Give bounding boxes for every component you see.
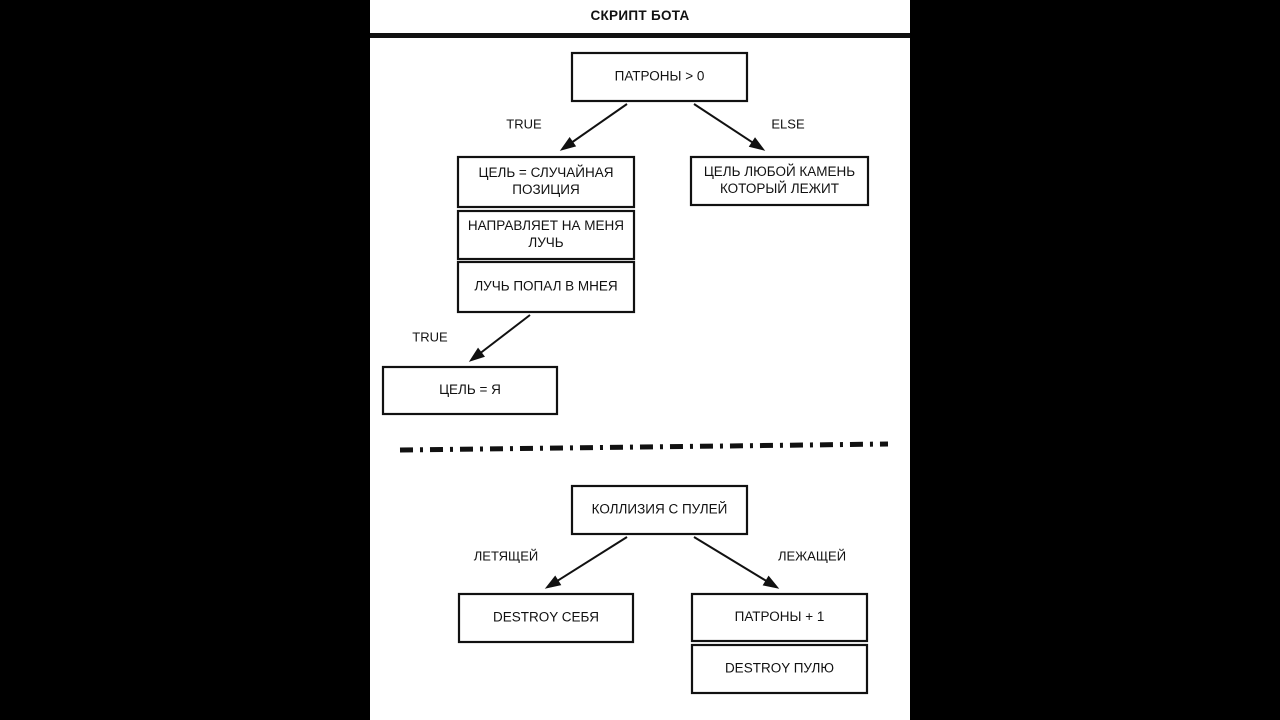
edge-label: ЛЕТЯЩЕЙ (474, 548, 538, 563)
flowchart-node: DESTROY ПУЛЮ (690, 643, 869, 695)
arrow-head (748, 137, 766, 151)
node-box (570, 484, 749, 536)
node-box (457, 592, 635, 644)
node-box (381, 365, 559, 416)
arrow-shaft (480, 314, 531, 354)
arrow-shaft (571, 103, 628, 143)
flow-arrow (544, 536, 628, 589)
arrow-head (468, 347, 485, 362)
flowchart-node: ЦЕЛЬ = Я (381, 365, 559, 416)
node-box (456, 155, 636, 209)
node-label: ПАТРОНЫ + 1 (735, 609, 825, 624)
node-label: DESTROY ПУЛЮ (725, 661, 834, 676)
flowchart-node: ПАТРОНЫ > 0 (570, 51, 749, 103)
flowchart-node: ЛУЧЬ ПОПАЛ В МНЕЯ (456, 260, 636, 314)
flow-arrow (468, 314, 531, 362)
edge-label: TRUE (412, 329, 448, 344)
node-box (689, 155, 870, 207)
node-box (690, 643, 869, 695)
node-label: КОЛЛИЗИЯ С ПУЛЕЙ (592, 502, 728, 517)
arrow-shaft (693, 536, 767, 582)
title-divider-rule (370, 33, 910, 38)
edge-labels-layer: TRUE ELSE TRUE ЛЕТЯЩЕЙ ЛЕЖАЩЕЙ (412, 116, 846, 563)
section-divider-line (399, 441, 889, 453)
node-label: НАПРАВЛЯЕТ НА МЕНЯ (468, 218, 624, 233)
arrow-shaft (557, 536, 628, 582)
node-label: ПАТРОНЫ > 0 (615, 69, 705, 84)
arrow-shaft (693, 103, 753, 144)
nodes-layer: ПАТРОНЫ > 0 ЦЕЛЬ = СЛУЧАЙНАЯ ПОЗИЦИЯ НАПРАВ… (381, 51, 870, 695)
arrows-layer (468, 103, 780, 589)
slide-canvas: СКРИПТ БОТА ПАТРОНЫ > 0 ЦЕЛЬ = СЛУЧАЙНАЯ П… (370, 0, 910, 720)
flowchart-node: DESTROY СЕБЯ (457, 592, 635, 644)
node-label: ЛУЧЬ (528, 235, 563, 250)
node-label: КОТОРЫЙ ЛЕЖИТ (720, 181, 839, 196)
edge-label: ELSE (771, 116, 805, 131)
flowchart-node: КОЛЛИЗИЯ С ПУЛЕЙ (570, 484, 749, 536)
flowchart-diagram: ПАТРОНЫ > 0 ЦЕЛЬ = СЛУЧАЙНАЯ ПОЗИЦИЯ НАПРАВ… (381, 51, 889, 695)
node-label: ЦЕЛЬ ЛЮБОЙ КАМЕНЬ (704, 164, 855, 179)
edge-label: ЛЕЖАЩЕЙ (778, 548, 846, 563)
flowchart-node: ЦЕЛЬ = СЛУЧАЙНАЯ ПОЗИЦИЯ (456, 155, 636, 209)
arrow-head (559, 137, 577, 151)
node-box (570, 51, 749, 103)
node-label: ПОЗИЦИЯ (512, 182, 580, 197)
page-title: СКРИПТ БОТА (590, 8, 690, 23)
node-box (456, 260, 636, 314)
node-label: ЛУЧЬ ПОПАЛ В МНЕЯ (474, 279, 617, 294)
node-label: DESTROY СЕБЯ (493, 610, 599, 625)
node-box (456, 209, 636, 261)
arrow-head (544, 575, 562, 589)
node-box (690, 592, 869, 643)
flow-arrow (693, 103, 766, 151)
node-label: ЦЕЛЬ = Я (439, 382, 501, 397)
flow-arrow (693, 536, 780, 589)
flowchart-node: ПАТРОНЫ + 1 (690, 592, 869, 643)
flowchart-node: ЦЕЛЬ ЛЮБОЙ КАМЕНЬ КОТОРЫЙ ЛЕЖИТ (689, 155, 870, 207)
flowchart-node: НАПРАВЛЯЕТ НА МЕНЯ ЛУЧЬ (456, 209, 636, 261)
section-divider (399, 441, 889, 453)
node-label: ЦЕЛЬ = СЛУЧАЙНАЯ (478, 165, 613, 180)
edge-label: TRUE (506, 116, 542, 131)
arrow-head (762, 575, 780, 589)
flow-arrow (559, 103, 628, 151)
